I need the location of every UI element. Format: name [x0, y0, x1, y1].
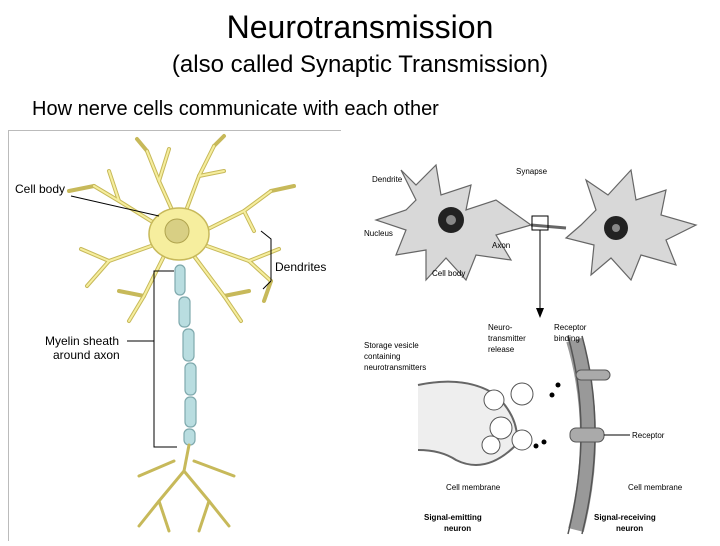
myelin-label-line2: around axon: [53, 348, 120, 362]
cell-membrane-right-label: Cell membrane: [628, 483, 683, 492]
intro-text: How nerve cells communicate with each ot…: [32, 98, 439, 120]
cell-membrane-left-label: Cell membrane: [446, 483, 501, 492]
signal-receiving-label-line2: neuron: [616, 524, 643, 533]
synapse-diagram: Dendrite Synapse Nucleus Axon Cell body …: [346, 130, 716, 540]
myelin-sheath: [174, 264, 197, 446]
cell-body-label-right: Cell body: [432, 269, 465, 278]
slide-title: Neurotransmission: [226, 9, 494, 45]
nucleus-label: Nucleus: [364, 229, 393, 238]
receptor-binding-label-line2: binding: [554, 334, 580, 343]
slide-subtitle: (also called Synaptic Transmission): [171, 51, 549, 78]
nt-release-label-line2: transmitter: [488, 334, 526, 343]
storage-label-line1: Storage vesicle: [364, 341, 419, 350]
receptor-label: Receptor: [632, 431, 665, 440]
neuron-illustration: Cell body Dendrites Myelin sheath around…: [15, 134, 326, 533]
dendrites-label: Dendrites: [275, 260, 326, 274]
axon-label: Axon: [492, 241, 510, 250]
signal-neuron-pair: [374, 163, 698, 282]
neuron-diagram: Cell body Dendrites Myelin sheath around…: [8, 130, 341, 541]
dendrite-label: Dendrite: [372, 175, 403, 184]
myelin-label-line1: Myelin sheath: [45, 334, 119, 348]
cell-body-label: Cell body: [15, 182, 65, 196]
signal-emitting-label-line2: neuron: [444, 524, 471, 533]
synapse-illustration: Dendrite Synapse Nucleus Axon Cell body …: [364, 163, 698, 535]
synapse-label: Synapse: [516, 167, 548, 176]
nt-release-label-line1: Neuro-: [488, 323, 513, 332]
storage-label-line2: containing: [364, 352, 400, 361]
signal-emitting-label-line1: Signal-emitting: [424, 513, 482, 522]
storage-label-line3: neurotransmitters: [364, 363, 426, 372]
synapse-closeup: [417, 335, 630, 535]
signal-receiving-label-line1: Signal-receiving: [594, 513, 656, 522]
nucleus-shape: [164, 218, 190, 244]
synapse-box: [531, 215, 549, 231]
axon-terminals: [137, 443, 236, 533]
receptor-binding-label-line1: Receptor: [554, 323, 587, 332]
nt-release-label-line3: release: [488, 345, 515, 354]
